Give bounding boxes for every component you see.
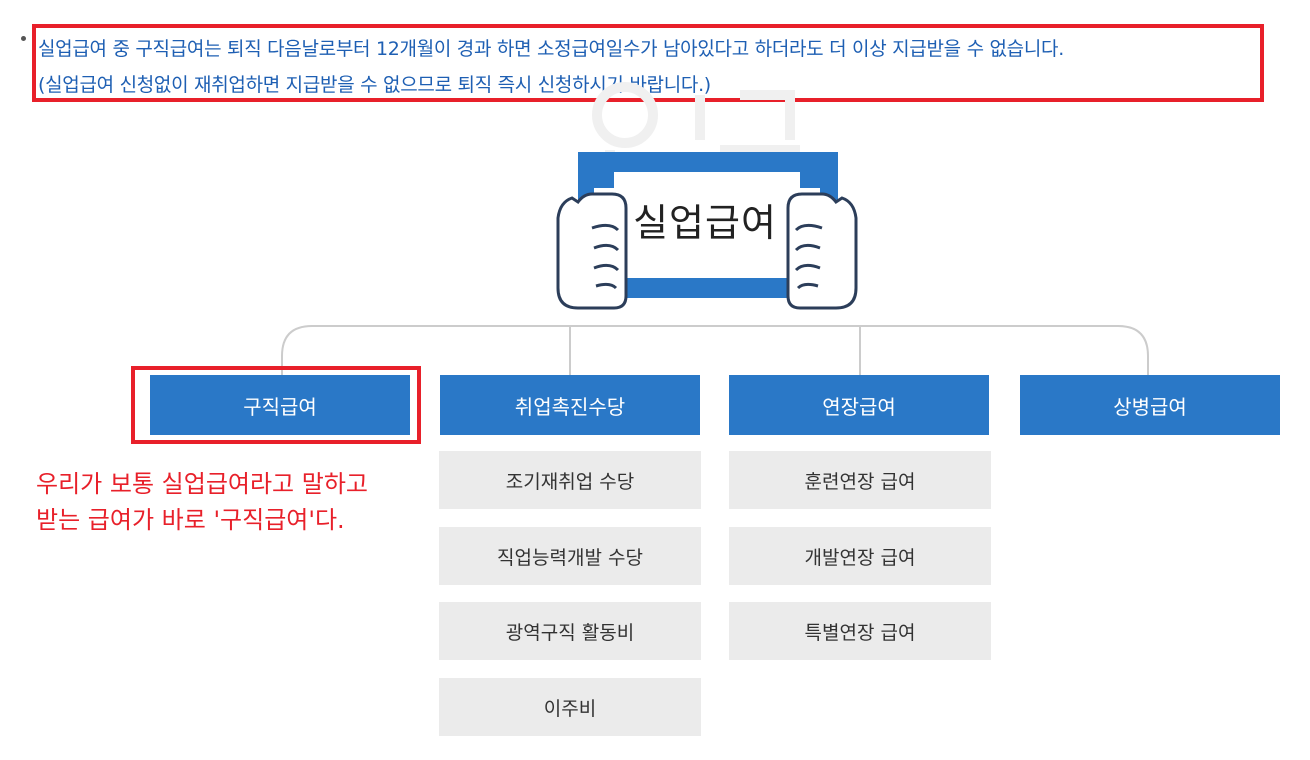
sub-item-special-extension: 특별연장 급여 (729, 602, 991, 660)
annotation-line-1: 우리가 보통 실업급여라고 말하고 (36, 470, 369, 498)
category-sickness-benefit: 상병급여 (1020, 375, 1280, 435)
category-job-seeking-benefit: 구직급여 (150, 375, 410, 435)
notice-line-1: 실업급여 중 구직급여는 퇴직 다음날로부터 12개월이 경과 하면 소정급여일… (38, 38, 1064, 60)
hands-holding-sign-icon (556, 152, 858, 310)
annotation-line-2: 받는 급여가 바로 '구직급여'다. (36, 506, 345, 534)
category-extended-benefit: 연장급여 (729, 375, 989, 435)
sub-item-development-extension: 개발연장 급여 (729, 527, 991, 585)
bullet-dot (21, 36, 26, 41)
sub-item-wide-area-job-search: 광역구직 활동비 (439, 602, 701, 660)
notice-line-2: (실업급여 신청없이 재취업하면 지급받을 수 없으므로 퇴직 즉시 신청하시기… (38, 74, 711, 96)
sub-item-training-extension: 훈련연장 급여 (729, 451, 991, 509)
sub-item-relocation: 이주비 (439, 678, 701, 736)
sub-item-early-reemployment: 조기재취업 수당 (439, 451, 701, 509)
category-employment-promotion-allowance: 취업촉진수당 (440, 375, 700, 435)
category-highlight-box (131, 366, 421, 444)
hero-title: 실업급여 (633, 201, 777, 245)
sub-item-vocational-development: 직업능력개발 수당 (439, 527, 701, 585)
